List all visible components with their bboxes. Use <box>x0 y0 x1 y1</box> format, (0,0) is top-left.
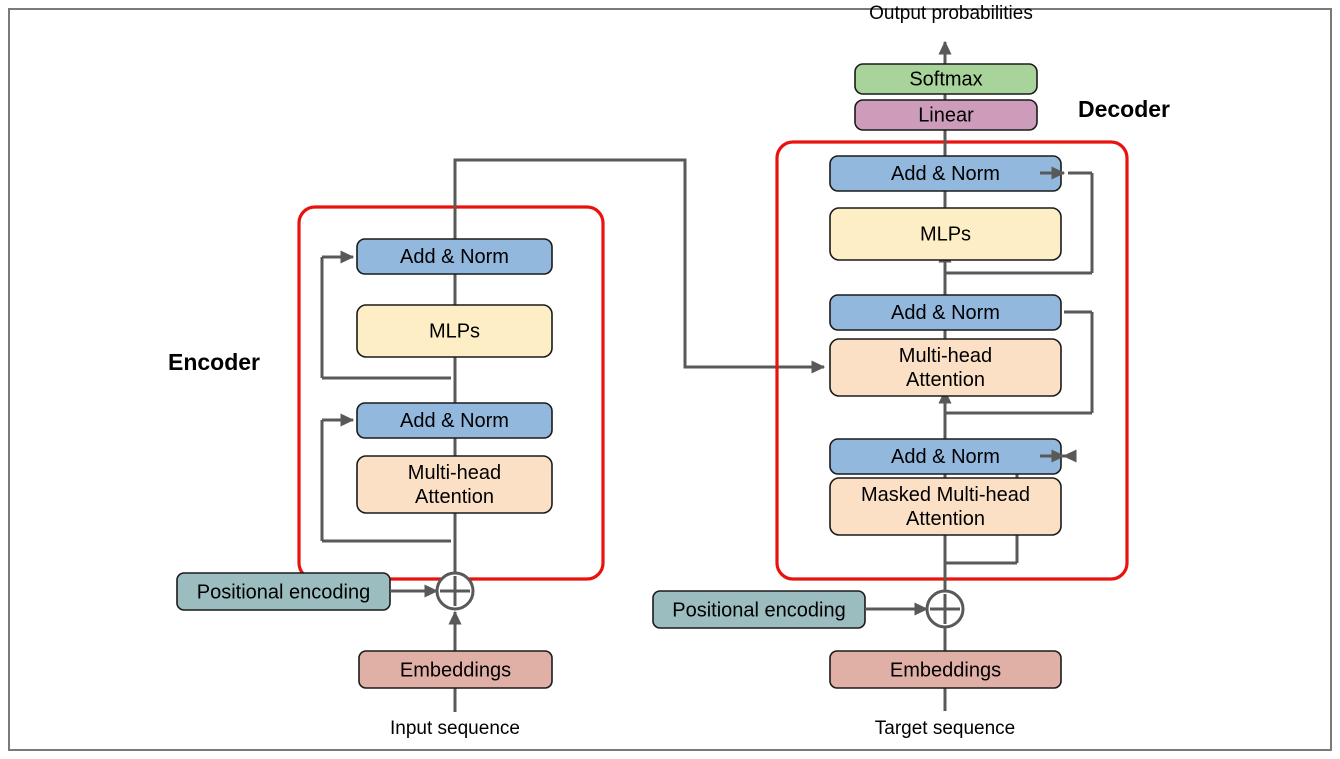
decoder-linear-node[interactable]: Linear <box>854 99 1038 131</box>
decoder-mlps-label: MLPs <box>920 223 971 245</box>
encoder-add-norm-2-node[interactable]: Add & Norm <box>356 238 553 275</box>
encoder-add-norm-2-label: Add & Norm <box>400 246 509 268</box>
decoder-masked-attention-label-line1: Masked Multi-head <box>861 484 1030 506</box>
decoder-positional-encoding-node[interactable]: Positional encoding <box>652 590 866 629</box>
encoder-add-norm-2-box[interactable] <box>356 238 553 275</box>
decoder-masked-attention-label-line2: Attention <box>906 508 985 530</box>
decoder-mlps-box[interactable] <box>829 207 1062 261</box>
decoder-boundary <box>775 140 1129 581</box>
decoder-add-norm-3-node[interactable]: Add & Norm <box>829 155 1062 192</box>
encoder-embeddings-label: Embeddings <box>400 659 511 681</box>
encoder-add-norm-1-label: Add & Norm <box>400 410 509 432</box>
encoder-add-norm-1-box[interactable] <box>356 402 553 439</box>
decoder-group: Positional encoding Embeddings Masked Mu… <box>652 3 1170 739</box>
decoder-add-norm-1-node[interactable]: Add & Norm <box>829 438 1062 475</box>
encoder-attention-label-line1: Multi-head <box>408 462 501 484</box>
decoder-add-norm-2-label: Add & Norm <box>891 302 1000 324</box>
decoder-group-label: Decoder <box>1078 96 1170 122</box>
decoder-cross-attention-label-line1: Multi-head <box>899 345 992 367</box>
encoder-positional-encoding-label: Positional encoding <box>197 581 370 603</box>
encoder-embeddings-node[interactable]: Embeddings <box>358 650 553 689</box>
encoder-input-sequence-label: Input sequence <box>390 718 520 739</box>
decoder-cross-attention-node[interactable]: Multi-head Attention <box>829 338 1062 397</box>
encoder-attention-label-line2: Attention <box>415 486 494 508</box>
encoder-attention-box[interactable] <box>356 455 553 514</box>
encoder-group: Positional encoding Embeddings Multi-hea… <box>168 158 826 739</box>
encoder-embeddings-box[interactable] <box>358 650 553 689</box>
output-probabilities-label: Output probabilities <box>869 3 1033 24</box>
page-frame <box>8 8 1332 751</box>
encoder-mlps-node[interactable]: MLPs <box>356 304 553 358</box>
decoder-positional-encoding-label: Positional encoding <box>672 599 845 621</box>
decoder-add-norm-2-box[interactable] <box>829 294 1062 331</box>
encoder-positional-encoding-node[interactable]: Positional encoding <box>176 572 391 611</box>
decoder-masked-attention-box[interactable] <box>829 477 1062 536</box>
decoder-cross-attention-label-line2: Attention <box>906 369 985 391</box>
decoder-linear-label: Linear <box>918 104 974 126</box>
encoder-to-decoder-cross-connection <box>453 158 826 374</box>
encoder-mlps-label: MLPs <box>429 320 480 342</box>
decoder-mlps-node[interactable]: MLPs <box>829 207 1062 261</box>
decoder-embeddings-box[interactable] <box>829 650 1062 689</box>
decoder-add-norm-3-label: Add & Norm <box>891 163 1000 185</box>
decoder-linear-box[interactable] <box>854 99 1038 131</box>
encoder-group-label: Encoder <box>168 349 260 375</box>
decoder-embeddings-label: Embeddings <box>890 659 1001 681</box>
decoder-softmax-box[interactable] <box>854 63 1038 95</box>
encoder-add-operator <box>435 571 475 611</box>
decoder-add-norm-2-node[interactable]: Add & Norm <box>829 294 1062 331</box>
decoder-add-norm-1-label: Add & Norm <box>891 446 1000 468</box>
encoder-attention-node[interactable]: Multi-head Attention <box>356 455 553 514</box>
decoder-masked-attention-node[interactable]: Masked Multi-head Attention <box>829 477 1062 536</box>
decoder-target-sequence-label: Target sequence <box>875 718 1016 739</box>
encoder-add-norm-1-node[interactable]: Add & Norm <box>356 402 553 439</box>
decoder-softmax-label: Softmax <box>909 68 982 90</box>
encoder-mlps-box[interactable] <box>356 304 553 358</box>
decoder-softmax-node[interactable]: Softmax <box>854 63 1038 95</box>
decoder-embeddings-node[interactable]: Embeddings <box>829 650 1062 689</box>
decoder-cross-attention-box[interactable] <box>829 338 1062 397</box>
decoder-add-operator <box>925 589 965 629</box>
